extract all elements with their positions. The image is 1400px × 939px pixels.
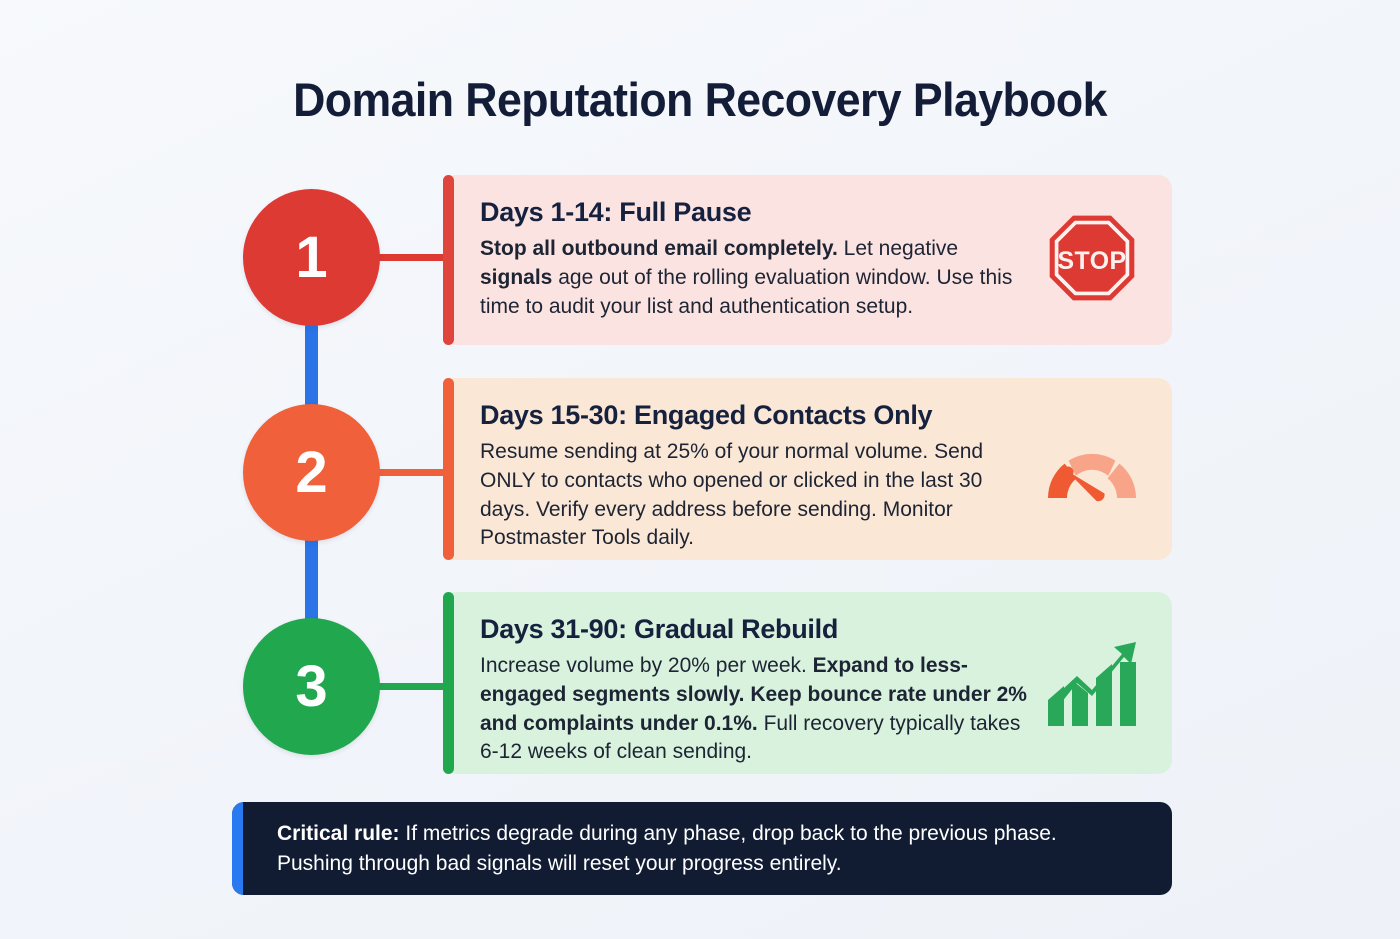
step-body-plain-1a: Let negative [837, 237, 959, 261]
step-body-bold-1b: signals [480, 265, 553, 289]
step-body-bold-1a: Stop all outbound email completely. [480, 237, 838, 261]
step-card-title-1: Days 1-14: Full Pause [480, 197, 752, 227]
callout-accent-bar [232, 802, 243, 895]
connector-horizontal-2 [377, 469, 452, 476]
connector-horizontal-3 [377, 683, 452, 690]
page-title: Domain Reputation Recovery Playbook [293, 73, 1107, 126]
step-card-title-2: Days 15-30: Engaged Contacts Only [480, 400, 933, 430]
step-card-1[interactable]: Days 1-14: Full Pause Stop all outbound … [443, 175, 1172, 345]
step-card-body-1: Stop all outbound email completely. Let … [480, 235, 1028, 321]
stop-sign-icon: STOP [1038, 212, 1146, 304]
step-number-label: 1 [295, 224, 328, 290]
step-card-text-2: Days 15-30: Engaged Contacts Only Resume… [480, 400, 1038, 553]
step-number-badge-3[interactable]: 3 [243, 618, 380, 755]
step-card-2[interactable]: Days 15-30: Engaged Contacts Only Resume… [443, 378, 1172, 560]
step-body-plain-3a: Increase volume by 20% per week. [480, 654, 813, 678]
step-card-title-3: Days 31-90: Gradual Rebuild [480, 614, 839, 644]
svg-text:STOP: STOP [1058, 248, 1127, 275]
step-card-text-3: Days 31-90: Gradual Rebuild Increase vol… [480, 614, 1038, 767]
timeline-step-1: 1 Days 1-14: Full Pause Stop all outboun… [232, 175, 1172, 345]
step-number-badge-1[interactable]: 1 [243, 189, 380, 326]
gauge-icon [1038, 436, 1146, 504]
timeline-step-2: 2 Days 15-30: Engaged Contacts Only Resu… [232, 378, 1172, 560]
timeline-step-3: 3 Days 31-90: Gradual Rebuild Increase v… [232, 592, 1172, 774]
timeline: 1 Days 1-14: Full Pause Stop all outboun… [232, 175, 1172, 775]
callout-text: Critical rule: If metrics degrade during… [243, 819, 1172, 879]
step-card-body-2: Resume sending at 25% of your normal vol… [480, 438, 1028, 553]
callout-label: Critical rule: [277, 821, 400, 845]
step-body-plain-2a: Resume sending at 25% of your normal vol… [480, 440, 984, 550]
step-number-label: 2 [295, 439, 328, 505]
step-number-label: 3 [295, 653, 328, 719]
step-body-plain-1b: age out of the rolling evaluation window… [480, 265, 1013, 318]
card-accent-bar-3 [443, 592, 454, 774]
step-body-plain-3b: Full recovery typically takes 6-12 weeks… [480, 711, 1021, 764]
step-card-text-1: Days 1-14: Full Pause Stop all outbound … [480, 197, 1038, 321]
step-number-badge-2[interactable]: 2 [243, 404, 380, 541]
card-accent-bar-1 [443, 175, 454, 345]
connector-horizontal-1 [377, 254, 452, 261]
growth-chart-icon [1038, 638, 1146, 730]
step-body-bold-3b: Expand to less-engaged segments slowly. … [480, 654, 1027, 735]
critical-rule-callout: Critical rule: If metrics degrade during… [232, 802, 1172, 895]
card-accent-bar-2 [443, 378, 454, 560]
callout-body: If metrics degrade during any phase, dro… [277, 821, 1057, 875]
step-card-body-3: Increase volume by 20% per week. Expand … [480, 652, 1028, 767]
step-card-3[interactable]: Days 31-90: Gradual Rebuild Increase vol… [443, 592, 1172, 774]
